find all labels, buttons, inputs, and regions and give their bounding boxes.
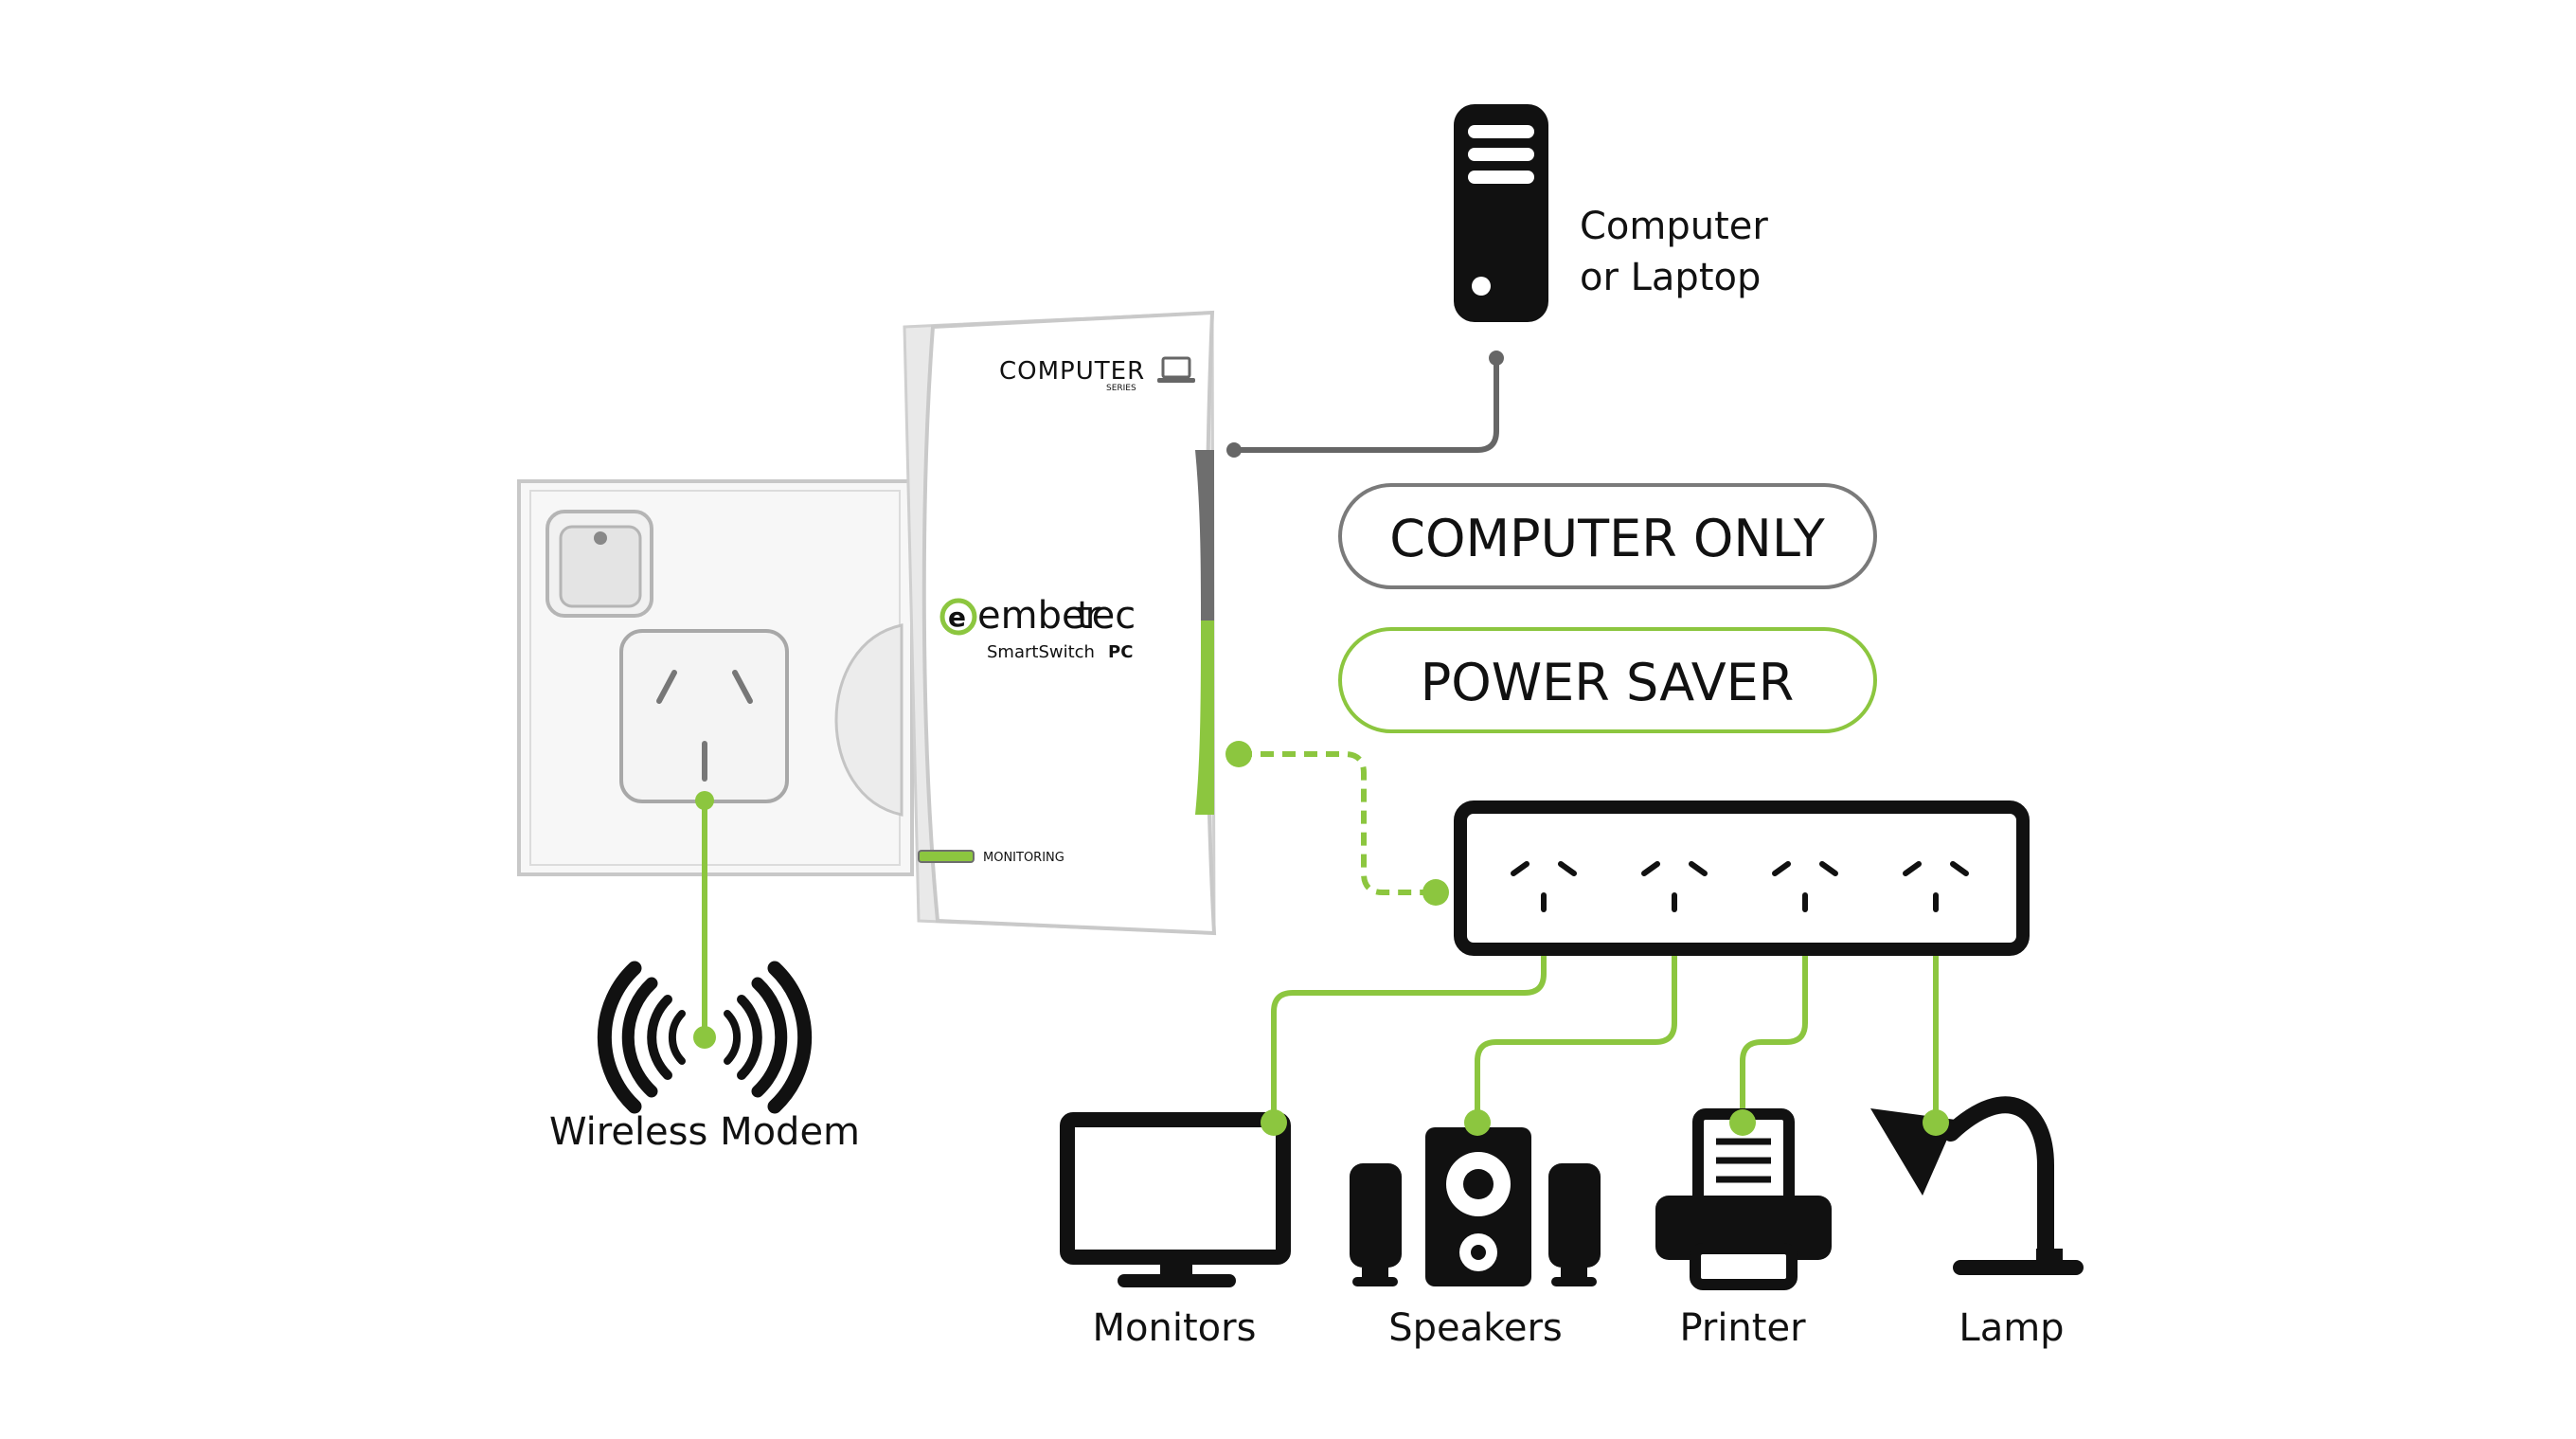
laptop-icon — [1157, 356, 1195, 383]
speakers-icon — [1350, 1127, 1601, 1286]
speakers-label: Speakers — [1388, 1306, 1563, 1350]
smartswitch-device: COMPUTER SERIES e ember tec SmartSwitch … — [903, 310, 1217, 936]
wall-socket — [619, 629, 789, 803]
computer-tower-icon — [1454, 104, 1548, 322]
wireless-modem-label: Wireless Modem — [549, 1110, 860, 1154]
computer-label-line2: or Laptop — [1580, 256, 1761, 299]
power-saver-connection-line — [1239, 751, 1436, 895]
speaker-connection-line — [1475, 933, 1677, 1123]
monitors-label: Monitors — [1093, 1306, 1257, 1350]
wall-switch — [546, 510, 653, 618]
svg-text:ember: ember — [977, 594, 1101, 638]
series-label: COMPUTER — [999, 357, 1145, 386]
computer-label-line1: Computer — [1580, 205, 1768, 248]
product-suffix: PC — [1108, 642, 1133, 662]
wall-power-point — [517, 479, 914, 876]
lamp-icon — [1870, 1096, 2084, 1275]
lamp-label: Lamp — [1959, 1306, 2064, 1350]
monitoring-label: MONITORING — [983, 851, 1064, 865]
printer-icon — [1655, 1108, 1832, 1290]
monitoring-led — [918, 850, 975, 863]
svg-text:tec: tec — [1077, 594, 1136, 638]
embertec-logo: e ember tec — [939, 594, 1136, 638]
power-saver-strip — [1195, 621, 1214, 815]
svg-text:COMPUTER ONLY: COMPUTER ONLY — [1389, 509, 1825, 568]
monitor-icon — [1060, 1112, 1291, 1287]
printer-connection-line — [1740, 933, 1808, 1123]
power-board-icon — [1454, 800, 2030, 956]
monitor-connection-line — [1271, 933, 1547, 1123]
computer-only-socket-label: COMPUTER ONLY — [1338, 483, 1877, 589]
series-sub-label: SERIES — [1106, 384, 1136, 393]
power-saver-socket-label: POWER SAVER — [1338, 627, 1877, 733]
computer-connection-line — [1234, 358, 1499, 453]
wireless-modem-icon — [597, 961, 813, 1114]
printer-label: Printer — [1679, 1306, 1806, 1350]
product-name: SmartSwitch — [987, 642, 1095, 662]
svg-text:e: e — [948, 602, 966, 633]
svg-text:POWER SAVER: POWER SAVER — [1421, 653, 1795, 712]
